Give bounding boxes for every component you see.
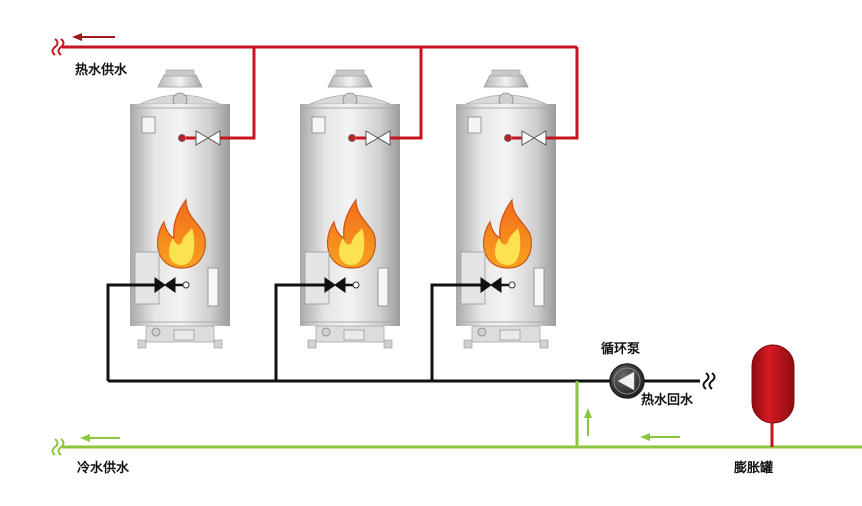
return-inlet-port [508,281,516,289]
cold-supply-label: 冷水供水 [77,460,130,476]
wavy-end-icon [702,372,716,390]
hot-riser [220,47,256,140]
wavy-end-icon [51,438,65,456]
valve-icon [154,277,176,293]
sight-glass [533,267,545,307]
flame-icon [156,198,206,269]
hot-flow-arrow [72,33,115,41]
return-branch [274,283,325,381]
expansion-tank-label: 膨胀罐 [733,460,773,476]
heaters-group [130,69,556,349]
expansion-tank [751,344,795,447]
flue-top [335,69,365,77]
flue-cap [157,74,203,88]
control-panel [141,116,156,134]
return-flow-arrow [640,433,680,441]
hot-water-return-pipe [106,283,700,383]
valve-icon [195,130,221,146]
wavy-end-icon [51,38,65,56]
flame-icon [326,198,376,269]
pump-label: 循环泵 [601,341,640,357]
control-panel [311,116,326,134]
sight-glass [377,267,389,307]
flame-icon [482,198,532,269]
hot-riser [546,47,579,140]
pump-icon [609,363,645,399]
pipe-ends [51,38,716,456]
return-branch [106,283,155,381]
flue-top [491,69,521,77]
makeup-flow-arrow [584,408,592,436]
heater-1 [130,69,230,349]
cold-water-supply-pipe [62,381,862,449]
return-inlet-port [182,281,190,289]
flue-top [165,69,195,77]
hot-riser [390,47,423,140]
heater-2 [300,69,400,349]
hot-outlet-port [178,134,186,142]
sight-glass [207,267,219,307]
return-branch [430,283,481,381]
hot-outlet-port [348,134,356,142]
flue-cap [483,74,529,88]
flow-arrows [72,33,680,442]
control-panel [467,116,482,134]
return-inlet-port [352,281,360,289]
hot-outlet-port [504,134,512,142]
flue-cap [327,74,373,88]
cold-flow-arrow [80,434,120,442]
hot-supply-label: 热水供水 [75,62,128,78]
hot-return-label: 热水回水 [641,392,694,408]
hot-water-supply-pipe [62,45,579,140]
heater-3 [456,69,556,349]
